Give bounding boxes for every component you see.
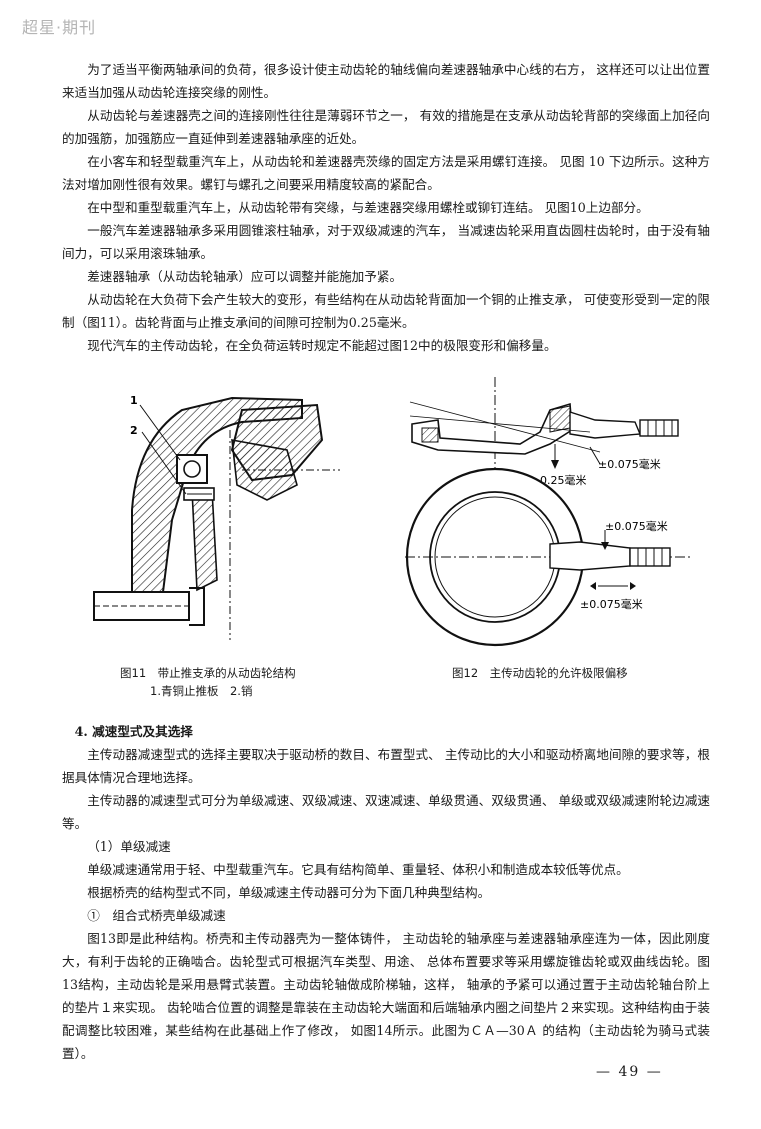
paragraph: 差速器轴承（从动齿轮轴承）应可以调整并能施加予紧。 <box>87 269 403 284</box>
paragraph: 为了适当平衡两轴承间的负荷，很多设计使主动齿轮的轴线偏向差速器轴承中心线的右方，… <box>62 62 710 100</box>
paragraph: 从动齿轮与差速器壳之间的连接刚性往往是薄弱环节之一， 有效的措施是在支承从动齿轮… <box>62 108 710 146</box>
caption-line: 图11 带止推支承的从动齿轮结构 <box>120 666 296 680</box>
dim-mid-label: ±0.075毫米 <box>605 519 668 533</box>
figure-12-drawing: ±0.075毫米 0.25毫米 ±0.075毫米 ±0.075毫米 <box>405 377 690 647</box>
paragraph: 单级减速通常用于轻、中型载重汽车。它具有结构简单、重量轻、体积小和制造成本较低等… <box>87 862 629 877</box>
paragraph: 从动齿轮在大负荷下会产生较大的变形，有些结构在从动齿轮背面加一个铜的止推支承， … <box>62 292 710 330</box>
paragraph: 图13即是此种结构。桥壳和主传动器壳为一整体铸件， 主动齿轮的轴承座与差速器轴承… <box>62 931 710 1061</box>
page-number: — 49 — <box>596 1064 663 1080</box>
paragraph: 主传动器减速型式的选择主要取决于驱动桥的数目、布置型式、 主传动比的大小和驱动桥… <box>62 747 710 785</box>
subheading: （1）单级减速 <box>87 839 171 854</box>
paragraph: 在小客车和轻型载重汽车上，从动齿轮和差速器壳茨缘的固定方法是采用螺钉连接。 见图… <box>62 154 710 192</box>
paragraph: 在中型和重型载重汽车上，从动齿轮带有突缘，与差速器突缘用螺栓或铆钉连结。 见图1… <box>87 200 649 215</box>
figure-12-caption: 图12 主传动齿轮的允许极限偏移 <box>452 666 628 680</box>
label-2: 2 <box>130 424 138 437</box>
section-heading: 4. 减速型式及其选择 <box>74 724 193 739</box>
paragraph: 一般汽车差速器轴承多采用圆锥滚柱轴承，对于双级减速的汽车， 当减速齿轮采用直齿圆… <box>62 223 710 261</box>
paragraph: 主传动器的减速型式可分为单级减速、双级减速、双速减速、单级贯通、双级贯通、 单级… <box>62 793 710 831</box>
paragraph: 根据桥壳的结构型式不同，单级减速主传动器可分为下面几种典型结构。 <box>87 885 491 900</box>
caption-line: 1.青铜止推板 2.销 <box>150 684 253 698</box>
dim-top-label: ±0.075毫米 <box>598 457 661 471</box>
label-1: 1 <box>130 394 138 407</box>
watermark-logo: 超星·期刊 <box>22 18 97 37</box>
dim-gap-label: 0.25毫米 <box>540 473 587 487</box>
body-text-bottom: 4. 减速型式及其选择 主传动器减速型式的选择主要取决于驱动桥的数目、布置型式、… <box>62 714 710 1065</box>
paragraph: 现代汽车的主传动齿轮，在全负荷运转时规定不能超过图12中的极限变形和偏移量。 <box>87 338 557 353</box>
subheading: ① 组合式桥壳单级减速 <box>87 908 226 923</box>
figure-11-caption: 图11 带止推支承的从动齿轮结构 1.青铜止推板 2.销 <box>120 664 296 700</box>
dim-bottom-label: ±0.075毫米 <box>580 597 643 611</box>
body-text-top: 为了适当平衡两轴承间的负荷，很多设计使主动齿轮的轴线偏向差速器轴承中心线的右方，… <box>62 58 710 357</box>
figure-11-drawing: 1 2 <box>93 394 340 640</box>
